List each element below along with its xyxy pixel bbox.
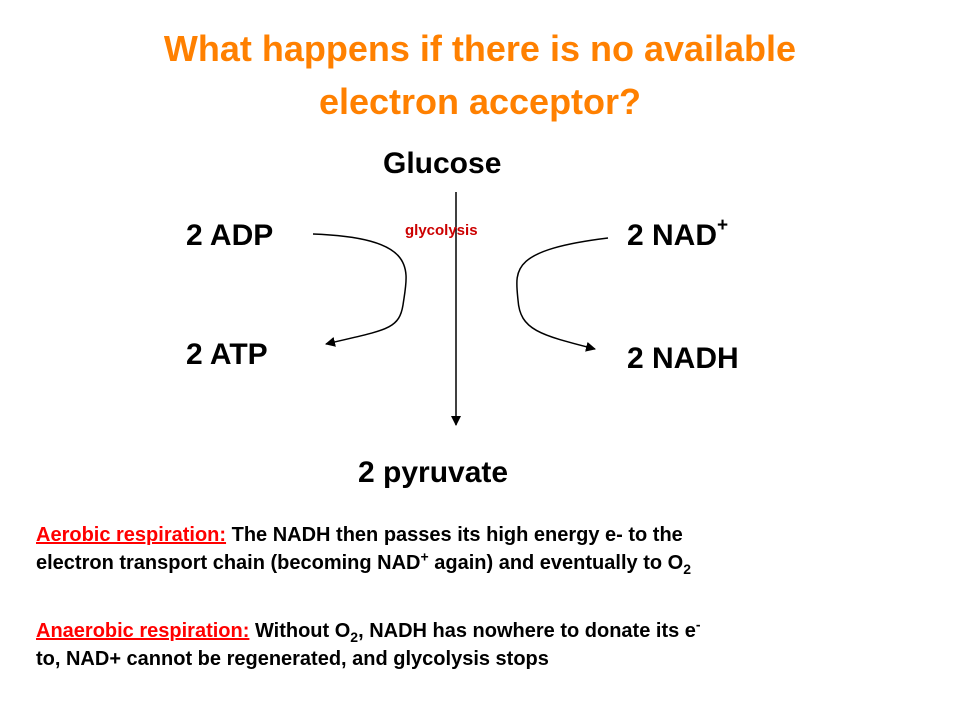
aerobic-paragraph: Aerobic respiration: The NADH then passe… [36, 521, 941, 577]
aerobic-text-2a: electron transport chain (becoming NAD [36, 552, 421, 574]
atp-label: 2 ATP [186, 338, 268, 371]
nad-label: 2 NAD+ [627, 215, 729, 254]
slide-title: What happens if there is no available el… [0, 22, 960, 128]
anaerobic-o2-sub: 2 [350, 629, 359, 645]
nadh-label: 2 NADH [627, 342, 739, 375]
adp-label: 2 ADP [186, 219, 274, 252]
adp-to-atp-arrow [312, 233, 407, 347]
aerobic-o2-sub: 2 [683, 561, 691, 577]
anaerobic-text-1a: Without O [249, 620, 351, 642]
title-line-2: electron acceptor? [318, 81, 642, 122]
anaerobic-paragraph: Anaerobic respiration: Without O2, NADH … [36, 617, 941, 673]
anaerobic-e-sup: - [695, 616, 701, 633]
aerobic-heading: Aerobic respiration: [36, 524, 227, 546]
anaerobic-line-2: to, NAD+ cannot be regenerated, and glyc… [36, 648, 549, 670]
nad-base: 2 NAD [627, 219, 718, 252]
pyruvate-label: 2 pyruvate [358, 456, 509, 489]
glucose-label: Glucose [383, 147, 502, 180]
nad-to-nadh-arrow [516, 237, 609, 352]
aerobic-line-2: electron transport chain (becoming NAD+ … [36, 549, 941, 577]
title-line-1: What happens if there is no available [163, 28, 797, 69]
aerobic-line-1: Aerobic respiration: The NADH then passe… [36, 521, 941, 549]
anaerobic-line-1: Anaerobic respiration: Without O2, NADH … [36, 617, 941, 645]
aerobic-text-2b: again) and eventually to O [428, 552, 684, 574]
nad-superscript: + [717, 215, 729, 236]
glycolysis-label: glycolysis [405, 222, 478, 239]
anaerobic-text-1b: , NADH has nowhere to donate its e [358, 620, 696, 642]
aerobic-text-1: The NADH then passes its high energy e- … [226, 524, 683, 546]
aerobic-nad-sup: + [420, 548, 429, 565]
anaerobic-heading: Anaerobic respiration: [36, 620, 250, 642]
